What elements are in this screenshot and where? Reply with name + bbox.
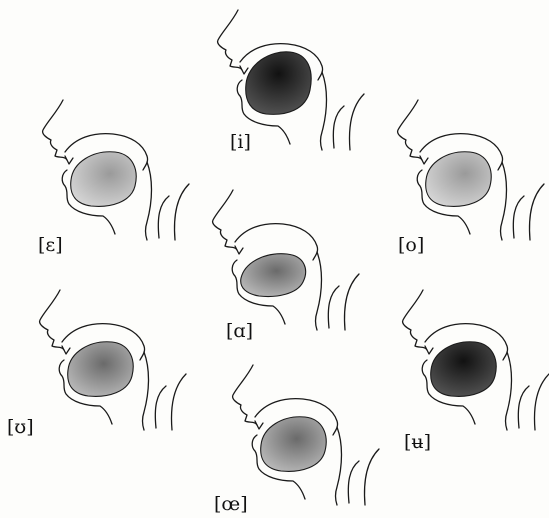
neck-curve bbox=[333, 106, 344, 148]
neck-curve bbox=[155, 386, 166, 428]
tongue-body bbox=[68, 342, 133, 397]
face-profile bbox=[403, 290, 427, 350]
neck-curve-outer bbox=[535, 374, 549, 430]
vowel-label-barred-u: [ʉ] bbox=[404, 433, 431, 452]
upper-teeth bbox=[255, 421, 263, 429]
pharynx-wall bbox=[143, 352, 149, 430]
neck-curve-outer bbox=[345, 274, 359, 330]
tongue-body bbox=[261, 417, 326, 472]
face-profile bbox=[40, 290, 64, 350]
upper-teeth bbox=[420, 156, 428, 164]
pharynx-wall bbox=[336, 427, 342, 505]
vowel-label-oe: [œ] bbox=[214, 495, 248, 514]
vowel-label-upsilon: [ʊ] bbox=[7, 418, 34, 437]
neck-curve-outer bbox=[172, 374, 186, 430]
neck-curve-outer bbox=[350, 94, 364, 150]
vowel-label-open-e: [ɛ] bbox=[38, 236, 63, 255]
upper-teeth bbox=[425, 346, 433, 354]
neck-curve-outer bbox=[175, 184, 189, 240]
face-profile bbox=[43, 100, 67, 160]
neck-curve bbox=[158, 196, 169, 238]
pharynx-wall bbox=[506, 352, 512, 430]
tongue-body bbox=[241, 254, 306, 297]
vowel-sketch-a bbox=[213, 190, 359, 330]
tongue-body bbox=[246, 52, 311, 115]
tongue-body bbox=[431, 342, 496, 397]
pharynx-wall bbox=[316, 252, 322, 330]
face-profile bbox=[213, 190, 237, 250]
pharynx-wall bbox=[146, 162, 152, 240]
vowel-label-back-a: [ɑ] bbox=[226, 322, 253, 341]
upper-teeth bbox=[240, 66, 248, 74]
vowel-sketch-y bbox=[403, 290, 549, 430]
neck-curve bbox=[518, 386, 529, 428]
pharynx-wall bbox=[501, 162, 507, 240]
neck-curve-outer bbox=[365, 449, 379, 505]
tongue-body bbox=[71, 152, 136, 207]
neck-curve bbox=[348, 461, 359, 503]
neck-curve bbox=[328, 286, 339, 328]
vowel-sketch-u bbox=[40, 290, 186, 430]
upper-teeth bbox=[62, 346, 70, 354]
vowel-sketch-i bbox=[218, 10, 364, 150]
pharynx-wall bbox=[321, 72, 327, 150]
upper-teeth bbox=[65, 156, 73, 164]
neck-curve-outer bbox=[530, 184, 544, 240]
face-profile bbox=[398, 100, 422, 160]
neck-curve bbox=[513, 196, 524, 238]
upper-teeth bbox=[235, 246, 243, 254]
vowel-sketch-e bbox=[43, 100, 189, 240]
vowel-sketch-o bbox=[398, 100, 544, 240]
vowel-label-i: [i] bbox=[230, 133, 251, 152]
face-profile bbox=[233, 365, 257, 425]
face-profile bbox=[218, 10, 242, 70]
tongue-body bbox=[426, 152, 491, 207]
vowel-sketch-oe bbox=[233, 365, 379, 505]
vowel-label-o: [o] bbox=[398, 236, 424, 255]
